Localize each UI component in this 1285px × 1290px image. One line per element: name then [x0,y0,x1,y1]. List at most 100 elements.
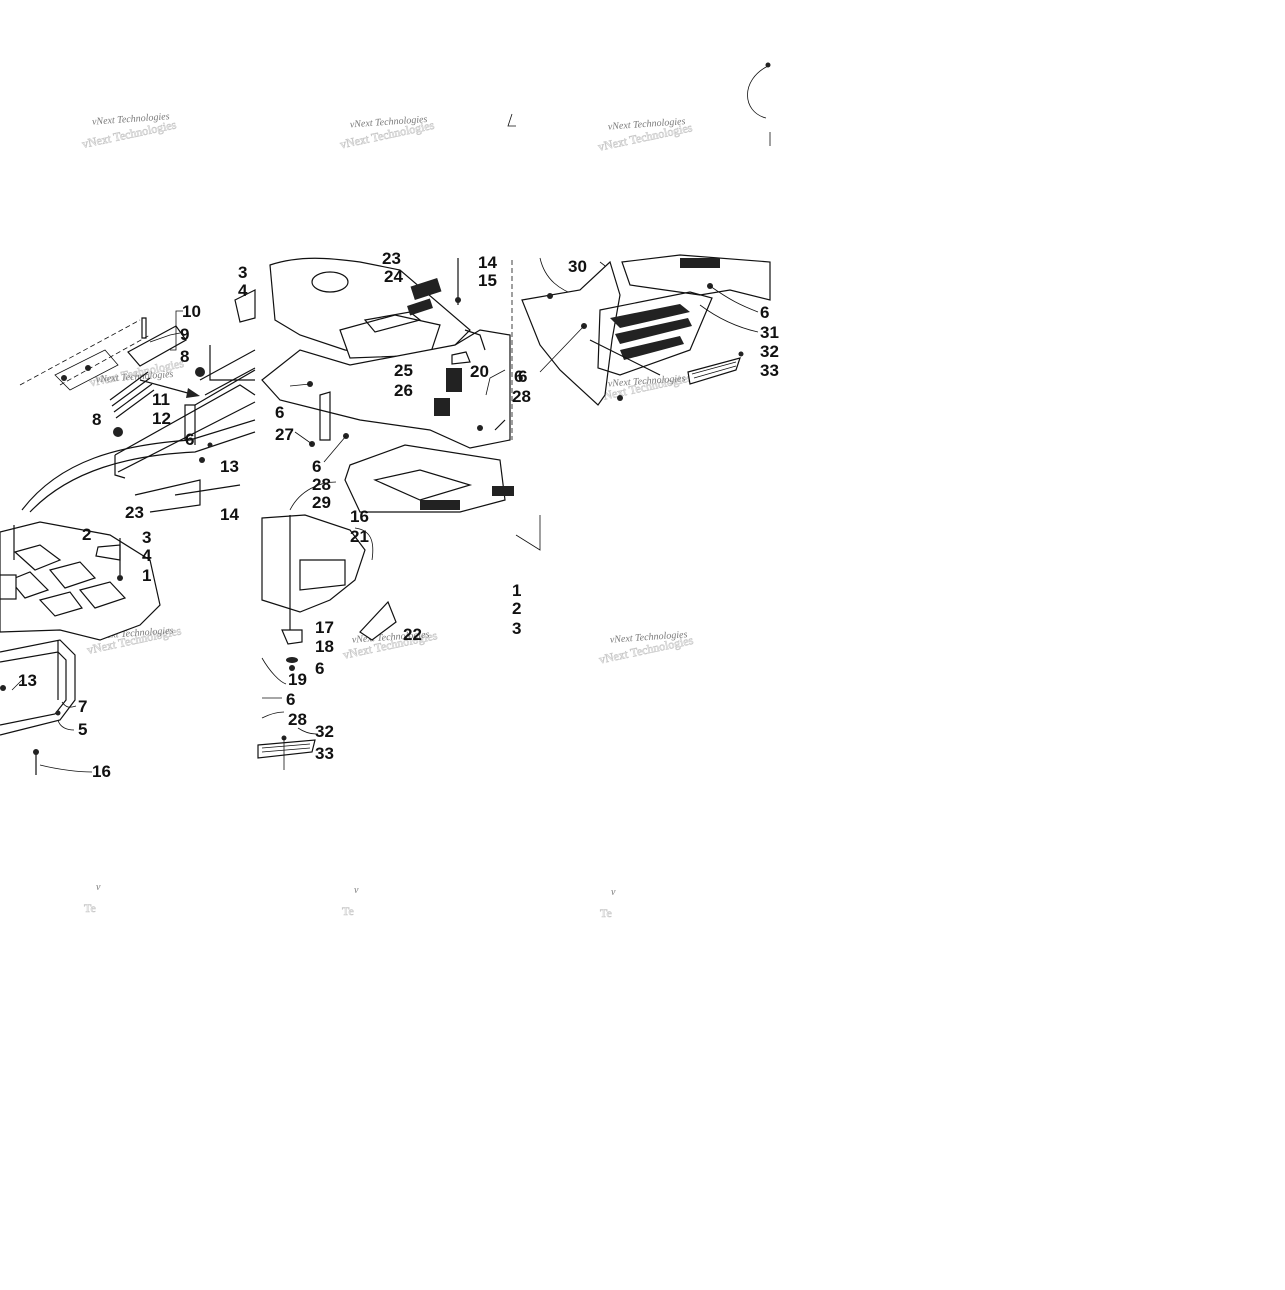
rivet [55,710,61,716]
callout-6: 6 [518,367,527,386]
watermark: vNext Technologies [92,111,170,127]
rack-corner [0,574,17,600]
leader [39,764,93,773]
leader [261,711,285,719]
watermark-fragment: Te [600,906,612,920]
leader [170,310,183,351]
callout-27: 27 [275,425,294,444]
pin [141,317,147,339]
callout-3: 3 [238,263,247,282]
watermark-fragment: v [96,882,101,893]
callout-14: 14 [220,505,239,524]
callout-15: 15 [478,271,497,290]
callout-8: 8 [180,347,189,366]
fender-edge [464,329,506,431]
footpeg-teeth [691,361,737,379]
callout-4: 4 [238,281,248,300]
leader [149,332,181,343]
leader [709,285,759,313]
line-fragment [507,113,516,127]
rack-frame [0,639,76,736]
callout-33: 33 [760,361,779,380]
decal [410,278,442,300]
callout-2: 2 [82,525,91,544]
callout-30: 30 [568,257,587,276]
callout-16: 16 [350,507,369,526]
tread [680,258,720,268]
rack-bottom [174,484,241,496]
spring [109,371,155,419]
rack-frame [0,651,67,726]
leader [289,481,337,511]
tread [420,500,460,510]
bolt [61,375,67,381]
callout-6: 6 [760,303,769,322]
callout-1: 1 [142,566,151,585]
watermark-fragment: Te [342,904,354,918]
leader [485,369,506,396]
leader [57,719,75,731]
footpeg [687,357,741,385]
callout-21: 21 [350,527,369,546]
cable-end [765,62,771,68]
callout-25: 25 [394,361,413,380]
callout-5: 5 [78,720,87,739]
leader [139,379,196,396]
callout-23: 23 [382,249,401,268]
bolt [85,365,91,371]
rack-frame [114,384,256,473]
tile-rear-fender: 23 24 14 15 25 26 20 6 27 6 28 29 16 6 2… [261,249,531,526]
callout-29: 29 [312,493,331,512]
callout-23: 23 [125,503,144,522]
floor-tread [610,304,692,360]
leader [11,679,23,691]
callout-1: 1 [512,581,521,600]
bolt [617,395,623,401]
callout-28: 28 [512,387,531,406]
nut [117,575,123,581]
footwell-floor [597,291,713,376]
watermark-fragment: v [354,885,359,896]
leader [699,304,759,333]
washer [286,657,298,663]
watermark: vNext Technologies [610,629,688,645]
storage-bin [339,314,441,359]
footpeg [257,739,316,759]
footwell-top [621,254,771,301]
footpeg-teeth [261,743,311,753]
nut [455,297,461,303]
centerline [19,319,141,386]
leader [297,727,317,735]
callout-6: 6 [286,690,295,709]
watermark-fragment: v [611,887,616,898]
leader [289,383,311,387]
bolt [199,457,205,463]
rack-post [184,404,196,445]
callout-6: 6 [514,367,523,386]
footwell [344,444,506,513]
callout-31: 31 [760,323,779,342]
rack-slot [9,571,83,617]
nut [207,442,213,448]
watermark: vNext Technologies [96,369,174,385]
callout-13: 13 [18,671,37,690]
callout-17: 17 [315,618,334,637]
rack-rail [29,431,256,513]
callout-6: 6 [315,659,324,678]
bracket [54,349,119,391]
rack-bottom [134,479,201,513]
tile-fragment: 1 2 3 [512,515,541,638]
callout-6: 6 [185,430,194,449]
tile-footwell: 30 6 31 32 33 6 [518,254,779,406]
decal [359,600,397,641]
callout-9: 9 [180,325,189,344]
rack-plate [0,521,161,641]
callout-20: 20 [470,362,489,381]
nut [289,665,295,671]
callout-10: 10 [182,302,201,321]
tread [492,486,514,496]
callout-3: 3 [142,528,151,547]
callout-8: 8 [92,410,101,429]
